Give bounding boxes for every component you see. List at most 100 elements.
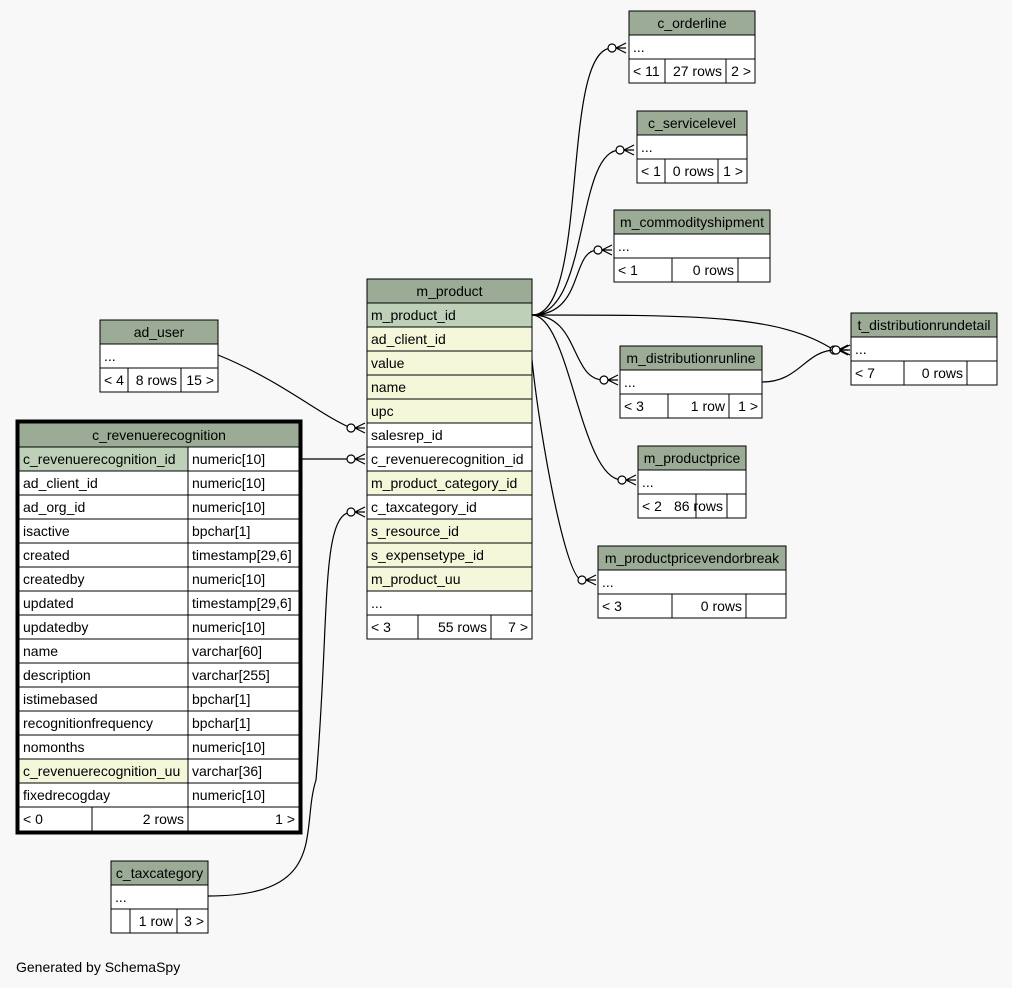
table-name: m_productprice — [644, 450, 741, 466]
row-count: 0 rows — [922, 365, 963, 381]
column-name-cell — [18, 566, 189, 592]
optional-marker — [615, 145, 625, 155]
column-name: ... — [104, 348, 116, 364]
table-header — [99, 319, 219, 345]
column-row[interactable]: value — [366, 350, 533, 376]
column-row[interactable]: ... — [850, 336, 998, 362]
table-name: m_product — [416, 283, 482, 299]
stats-cell — [671, 257, 739, 283]
column-row[interactable]: ... — [366, 590, 533, 616]
column-row[interactable]: ad_client_id — [366, 326, 533, 352]
stats-cell — [176, 908, 209, 934]
column-row[interactable]: ... — [637, 469, 747, 495]
relationship-line — [217, 354, 352, 429]
relationship-line — [531, 47, 613, 316]
column-datatype: bpchar[1] — [192, 691, 250, 707]
crows-foot-marker — [585, 574, 597, 586]
column-row[interactable]: s_expensetype_id — [366, 542, 533, 568]
stats-cell — [127, 367, 182, 393]
table-header — [637, 445, 747, 471]
column-row[interactable]: m_product_category_id — [366, 470, 533, 496]
column-cell — [366, 398, 533, 424]
column-cell — [597, 569, 787, 595]
relationship-line — [531, 249, 599, 316]
column-row[interactable]: m_product_uu — [366, 566, 533, 592]
column-row[interactable]: ... — [636, 134, 748, 160]
column-name: updated — [23, 595, 74, 611]
parent-count: < 3 — [624, 398, 644, 414]
optional-marker — [607, 43, 617, 53]
optional-marker — [346, 423, 356, 433]
column-datatype: timestamp[29,6] — [192, 595, 292, 611]
column-type-cell — [187, 470, 300, 496]
column-name: istimebased — [23, 691, 98, 707]
child-count: 15 > — [186, 372, 214, 388]
column-datatype: bpchar[1] — [192, 715, 250, 731]
column-row[interactable]: updated timestamp[29,6] — [18, 590, 300, 616]
column-row[interactable]: istimebased bpchar[1] — [18, 686, 300, 712]
table-c_revenuerecognition[interactable]: c_revenuerecognitionc_revenuerecognition… — [15, 419, 303, 835]
column-datatype: varchar[60] — [192, 643, 262, 659]
column-name: ad_client_id — [23, 475, 98, 491]
column-cell — [110, 884, 209, 910]
column-cell — [637, 469, 747, 495]
parent-count: < 0 — [23, 811, 43, 827]
column-row[interactable]: c_revenuerecognition_id — [366, 446, 533, 472]
column-name: value — [371, 355, 405, 371]
column-cell — [366, 494, 533, 520]
stats-cell — [597, 593, 673, 619]
column-row[interactable]: salesrep_id — [366, 422, 533, 448]
relationship-line — [531, 314, 835, 351]
column-row[interactable]: ... — [99, 343, 219, 369]
column-row[interactable]: ... — [597, 569, 787, 595]
crows-foot-marker — [615, 42, 627, 54]
column-row[interactable]: s_resource_id — [366, 518, 533, 544]
column-row[interactable]: name — [366, 374, 533, 400]
column-row[interactable]: ... — [613, 233, 771, 259]
column-row[interactable]: ... — [110, 884, 209, 910]
stats-cell — [664, 158, 719, 184]
crows-foot-marker — [601, 244, 613, 256]
column-row[interactable]: ... — [628, 34, 756, 60]
relationship-line — [531, 314, 605, 381]
column-row[interactable]: m_product_id — [366, 302, 533, 328]
column-row[interactable]: ... — [619, 369, 763, 395]
optional-marker — [577, 575, 587, 585]
column-name: nomonths — [23, 739, 84, 755]
column-name: updatedby — [23, 619, 88, 635]
column-name: c_revenuerecognition_id — [371, 451, 524, 467]
relationship-m_product-ad_user — [217, 354, 366, 434]
stats-cell — [180, 367, 219, 393]
column-row[interactable]: upc — [366, 398, 533, 424]
crows-foot-marker — [623, 144, 635, 156]
column-type-cell — [187, 494, 300, 520]
column-row[interactable]: c_taxcategory_id — [366, 494, 533, 520]
